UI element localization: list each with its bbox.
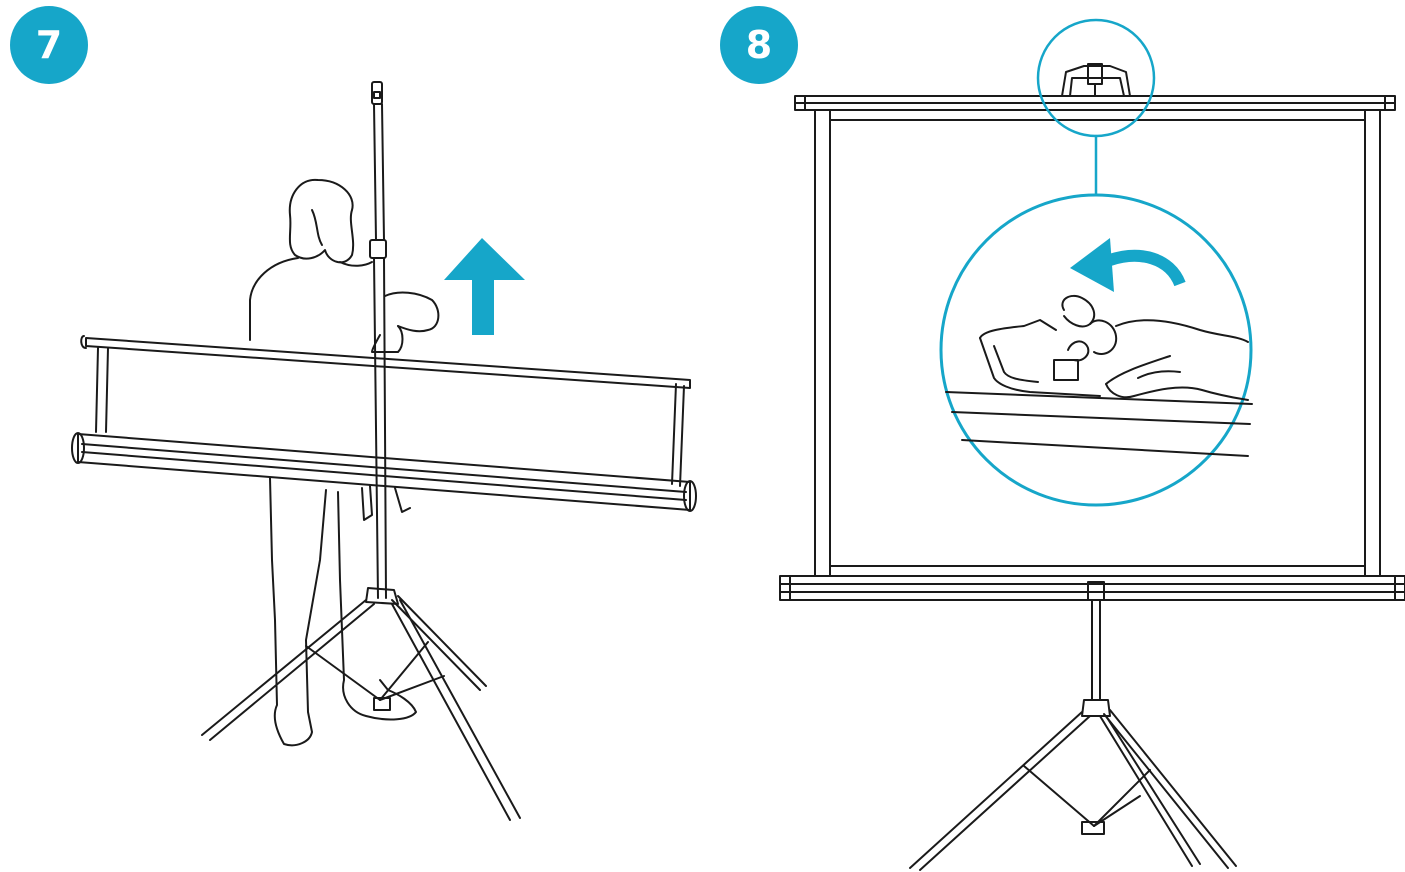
- tripod-legs: [201, 587, 521, 821]
- step-8-badge: 8: [720, 6, 798, 84]
- step-8-number: 8: [745, 23, 773, 67]
- tripod-legs-step8: [909, 699, 1237, 871]
- tripod-pole-step8: [1091, 599, 1101, 701]
- curved-arrow-left-icon: [1070, 238, 1186, 292]
- arrow-up-icon: [444, 238, 525, 335]
- step-7-badge: 7: [10, 6, 88, 84]
- person-figure: [249, 178, 440, 747]
- screen-case-bottom: [779, 575, 1405, 601]
- step-7-illustration: [71, 81, 697, 821]
- projection-screen: [814, 109, 1381, 577]
- detail-callout-small: [1036, 18, 1156, 212]
- tripod-pole: [369, 81, 387, 599]
- screen-top-bar: [794, 95, 1396, 111]
- detail-callout-large: [939, 193, 1253, 507]
- screen-case: [71, 335, 697, 512]
- step-7-number: 7: [35, 23, 63, 67]
- step-8-illustration: [779, 18, 1405, 871]
